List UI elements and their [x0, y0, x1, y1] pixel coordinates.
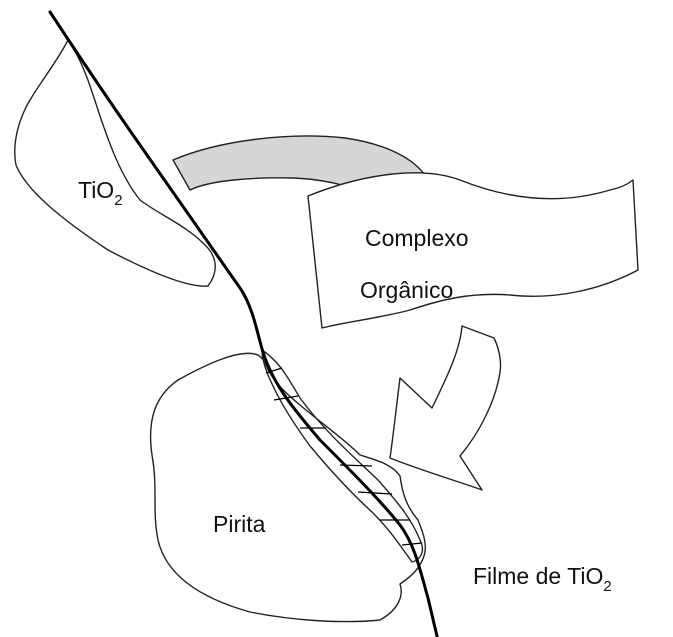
interface-line [48, 10, 439, 637]
complex-label-line2: Orgânico [360, 277, 453, 303]
curved-down-arrow [389, 325, 502, 491]
organic-complex-ribbon [307, 172, 639, 329]
pyrite-particle-shape [149, 352, 427, 623]
film-hatch-mark [357, 491, 393, 495]
tio2-particle-label: TiO2 [78, 177, 123, 209]
pyrite-label: Pirita [213, 511, 266, 537]
tio2-particle-shape [14, 39, 216, 287]
film-hatch-mark [265, 367, 283, 374]
complex-label-line1: Complexo [365, 225, 469, 251]
tio2-film-label: Filme de TiO2 [473, 563, 612, 595]
tio2-film-band [261, 349, 424, 563]
